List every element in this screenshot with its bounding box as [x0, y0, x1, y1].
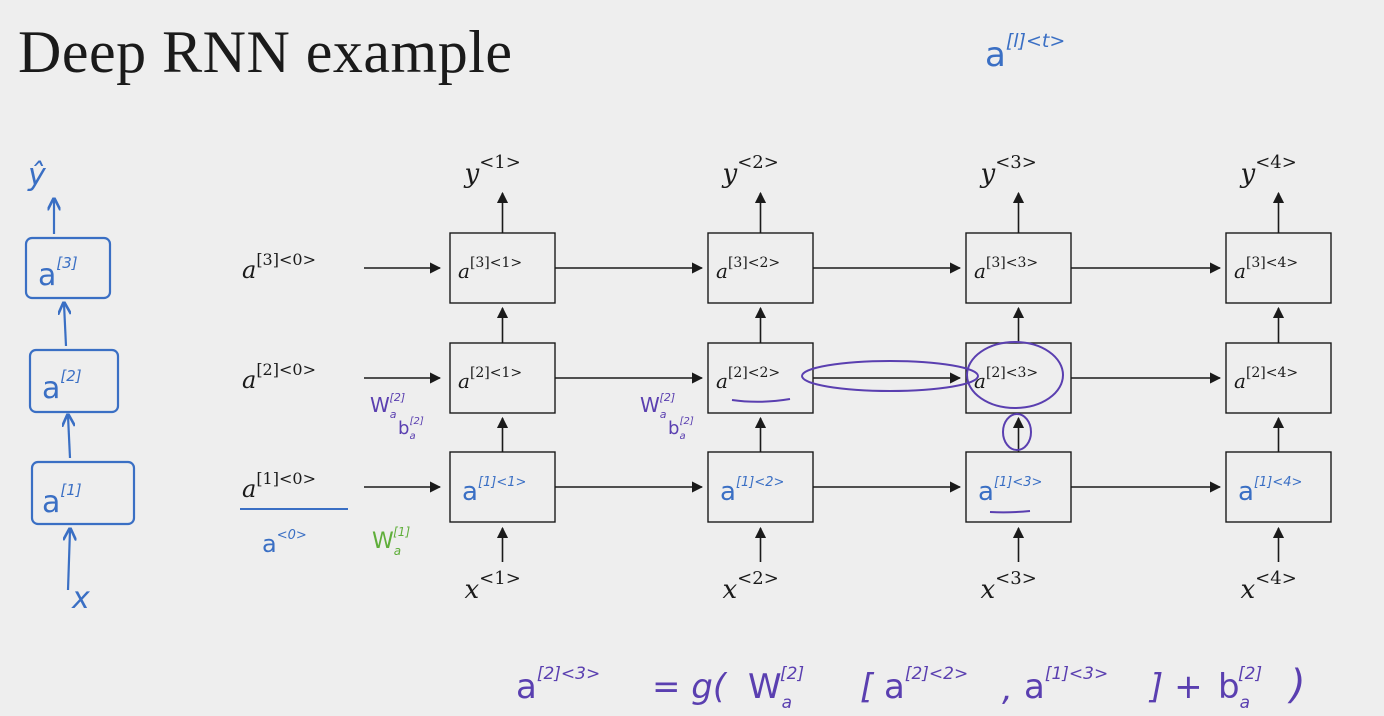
- cell-label-layer3: a[3]<4>: [1234, 255, 1298, 283]
- left-stack-yhat: ŷ: [27, 158, 47, 193]
- annotation-labels: a<0>Wa[1]Wa[2]ba[2]Wa[2]ba[2]: [262, 391, 694, 558]
- eq-comma: ,: [1002, 669, 1013, 709]
- wa2-left-note-b: ba[2]: [398, 416, 424, 442]
- cell-label-layer2: a[2]<2>: [716, 365, 780, 393]
- eq-open: [: [860, 667, 875, 707]
- cell-label-layer3: a[3]<2>: [716, 255, 780, 283]
- eq-lhs: a[2]<3>: [516, 664, 600, 707]
- left-stack-x: x: [71, 581, 90, 616]
- cell-label-layer2: a[2]<4>: [1234, 365, 1298, 393]
- highlight-ellipse-up: [1002, 413, 1032, 451]
- left-layer-stack: [24, 200, 136, 591]
- bottom-equation: a[2]<3> = g( Wa[2] [a[2]<2>, a[1]<3> ] + ba[2]…: [516, 662, 1306, 713]
- eq-arg1: a[2]<2>: [884, 664, 968, 707]
- input-label: x<3>: [981, 568, 1037, 605]
- input-label: x<2>: [723, 568, 779, 605]
- underline-a13: [989, 510, 1031, 514]
- eq-arg2: a[1]<3>: [1024, 664, 1108, 707]
- purple-highlights: [731, 341, 1064, 514]
- left-stack-labels: a[3] a[2] a[1]: [38, 254, 82, 520]
- initial-activation-label: a[2]<0>: [242, 360, 316, 394]
- a0-note: a<0>: [262, 528, 307, 558]
- input-label: x<1>: [465, 568, 521, 605]
- wa1-note: Wa[1]: [372, 525, 410, 558]
- top-right-notation: a[l]<t>: [985, 30, 1065, 75]
- initial-activation-label: a[3]<0>: [242, 250, 316, 284]
- output-label: y<1>: [464, 152, 521, 189]
- cell-label-layer1: a[1]<1>: [462, 475, 526, 507]
- cell-label-layer3: a[3]<1>: [458, 255, 522, 283]
- left-stack-box-2: [28, 348, 120, 414]
- cell-label-layer1: a[1]<2>: [720, 475, 784, 507]
- underline-a22: [731, 398, 791, 403]
- left-stack-layer-label: a[1]: [42, 481, 82, 520]
- output-label: y<2>: [722, 152, 779, 189]
- eq-g: = g(: [652, 667, 728, 707]
- wa2-mid-note-b: ba[2]: [668, 416, 694, 442]
- cell-label-layer3: a[3]<3>: [974, 255, 1038, 283]
- slide-title: Deep RNN example: [18, 19, 513, 85]
- cell-label-layer1: a[1]<3>: [978, 475, 1042, 507]
- wa2-mid-note-w: Wa[2]: [640, 391, 675, 421]
- cell-label-layer2: a[2]<1>: [458, 365, 522, 393]
- initial-activation-label: a[1]<0>: [242, 469, 316, 503]
- left-stack-box-3: [24, 236, 112, 300]
- eq-end: ): [1287, 662, 1306, 708]
- left-stack-layer-label: a[3]: [38, 254, 78, 293]
- cell-label-layer1: a[1]<4>: [1238, 475, 1302, 507]
- eq-close: ] +: [1148, 667, 1203, 707]
- cell-label-layer2: a[2]<3>: [974, 365, 1038, 393]
- left-stack-layer-label: a[2]: [42, 367, 82, 406]
- highlight-ellipse-long: [801, 360, 979, 392]
- eq-w: Wa[2]: [748, 664, 804, 713]
- input-label: x<4>: [1241, 568, 1297, 605]
- left-stack-box-1: [30, 460, 136, 526]
- output-label: y<3>: [980, 152, 1037, 189]
- rnn-grid: a[3]<0> a[2]<0> a[1]<0> a[3]<1> a[2]<1> a[1]<…: [242, 152, 1332, 605]
- output-label: y<4>: [1240, 152, 1297, 189]
- highlight-ellipse-node: [966, 341, 1064, 409]
- top-right-notation-text: a[l]<t>: [985, 30, 1065, 75]
- wa2-left-note-w: Wa[2]: [370, 391, 405, 421]
- eq-b: ba[2]: [1218, 664, 1262, 713]
